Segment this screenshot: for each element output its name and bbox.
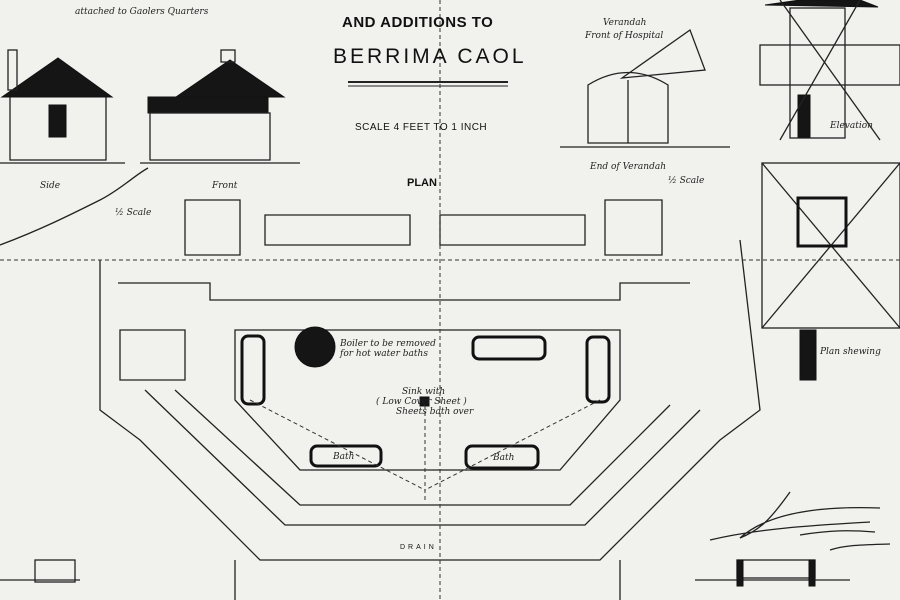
sink-note-3: Sheets bath over [396, 407, 474, 417]
boiler-note-1: Boiler to be removed [339, 339, 436, 349]
title-line-1: AND ADDITIONS TO [342, 14, 493, 31]
front-label: Front [211, 181, 238, 191]
title-line-2: BERRIMA CAOL [333, 45, 527, 68]
note-gaolers-quarters: attached to Gaolers Quarters [75, 7, 209, 17]
side-label: Side [40, 181, 60, 191]
half-scale-right: ½ Scale [668, 175, 704, 186]
verandah-end-label: End of Verandah [589, 162, 666, 172]
sink-note-1: Sink with [402, 387, 445, 397]
half-scale-left: ½ Scale [115, 207, 151, 218]
bath-left-label: Bath [332, 452, 354, 462]
tower-plan [761, 162, 900, 381]
plan-showing-label: Plan shewing [819, 347, 881, 357]
signature [709, 491, 891, 551]
cottage-side-elevation [0, 49, 125, 164]
plan-label: PLAN [407, 177, 437, 189]
drain-label: DRAIN [400, 544, 437, 551]
elevation-label: Elevation [829, 121, 873, 131]
bath-right-label: Bath [492, 453, 514, 463]
verandah-elevation [560, 28, 730, 148]
sink-note-2: ( Low Cover Sheet ) [376, 396, 467, 407]
verandah-label: Verandah [603, 18, 646, 28]
tower-elevation [759, 0, 900, 141]
drain-section-right [695, 559, 850, 587]
boiler-note-2: for hot water baths [339, 349, 428, 359]
cottage-front-elevation [140, 49, 300, 164]
drain-section-left [0, 559, 80, 583]
scale-note: SCALE 4 FEET TO 1 INCH [355, 122, 487, 133]
hospital-front-label: Front of Hospital [584, 31, 663, 41]
